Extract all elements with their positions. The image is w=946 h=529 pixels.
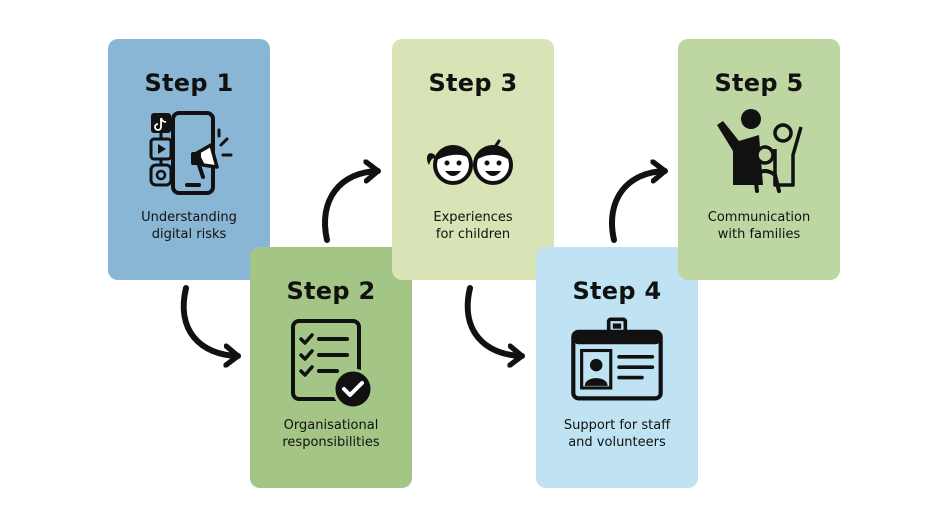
step-3-card: Step 3 Experiences for children — [392, 39, 554, 280]
checklist-icon — [291, 319, 374, 410]
step-1-label: Understanding digital risks — [114, 209, 264, 243]
step-3-label-line2: for children — [435, 227, 511, 242]
arrow-step3-to-step4 — [464, 285, 525, 356]
step-4-card: Step 4 Support for staff and volunteers — [536, 247, 698, 488]
step-4-label-line2: and volunteers — [568, 435, 666, 450]
id-badge-icon — [571, 317, 663, 401]
step-3-title: Step 3 — [428, 69, 518, 97]
step-1-card: Step 1 Understanding digital risks — [108, 39, 270, 280]
step-5-card: Step 5 Communication with families — [678, 39, 840, 280]
step-2-card: Step 2 Organisational responsibilities — [250, 247, 412, 488]
step-1-title: Step 1 — [144, 69, 234, 97]
step-4-label: Support for staff and volunteers — [542, 417, 692, 451]
step-2-label: Organisational responsibilities — [256, 417, 406, 451]
phone-social-media-icon — [149, 111, 233, 195]
step-3-label: Experiences for children — [398, 209, 548, 243]
arrow-step1-to-step2 — [180, 285, 241, 356]
step-5-label-line1: Communication — [707, 210, 811, 225]
step-5-label: Communication with families — [684, 209, 834, 243]
step-4-label-line1: Support for staff — [563, 418, 671, 433]
step-1-label-line1: Understanding — [141, 210, 237, 225]
step-3-label-line1: Experiences — [433, 210, 513, 225]
step-1-label-line2: digital risks — [151, 227, 227, 242]
arrow-step4-to-step5 — [609, 171, 668, 243]
step-5-label-line2: with families — [717, 227, 801, 242]
step-2-title: Step 2 — [286, 277, 376, 305]
family-icon — [717, 109, 803, 193]
step-2-label-line1: Organisational — [283, 418, 379, 433]
children-faces-icon — [427, 139, 513, 185]
step-5-title: Step 5 — [714, 69, 804, 97]
step-4-title: Step 4 — [572, 277, 662, 305]
step-2-label-line2: responsibilities — [282, 435, 380, 450]
arrow-step2-to-step3 — [322, 171, 381, 243]
